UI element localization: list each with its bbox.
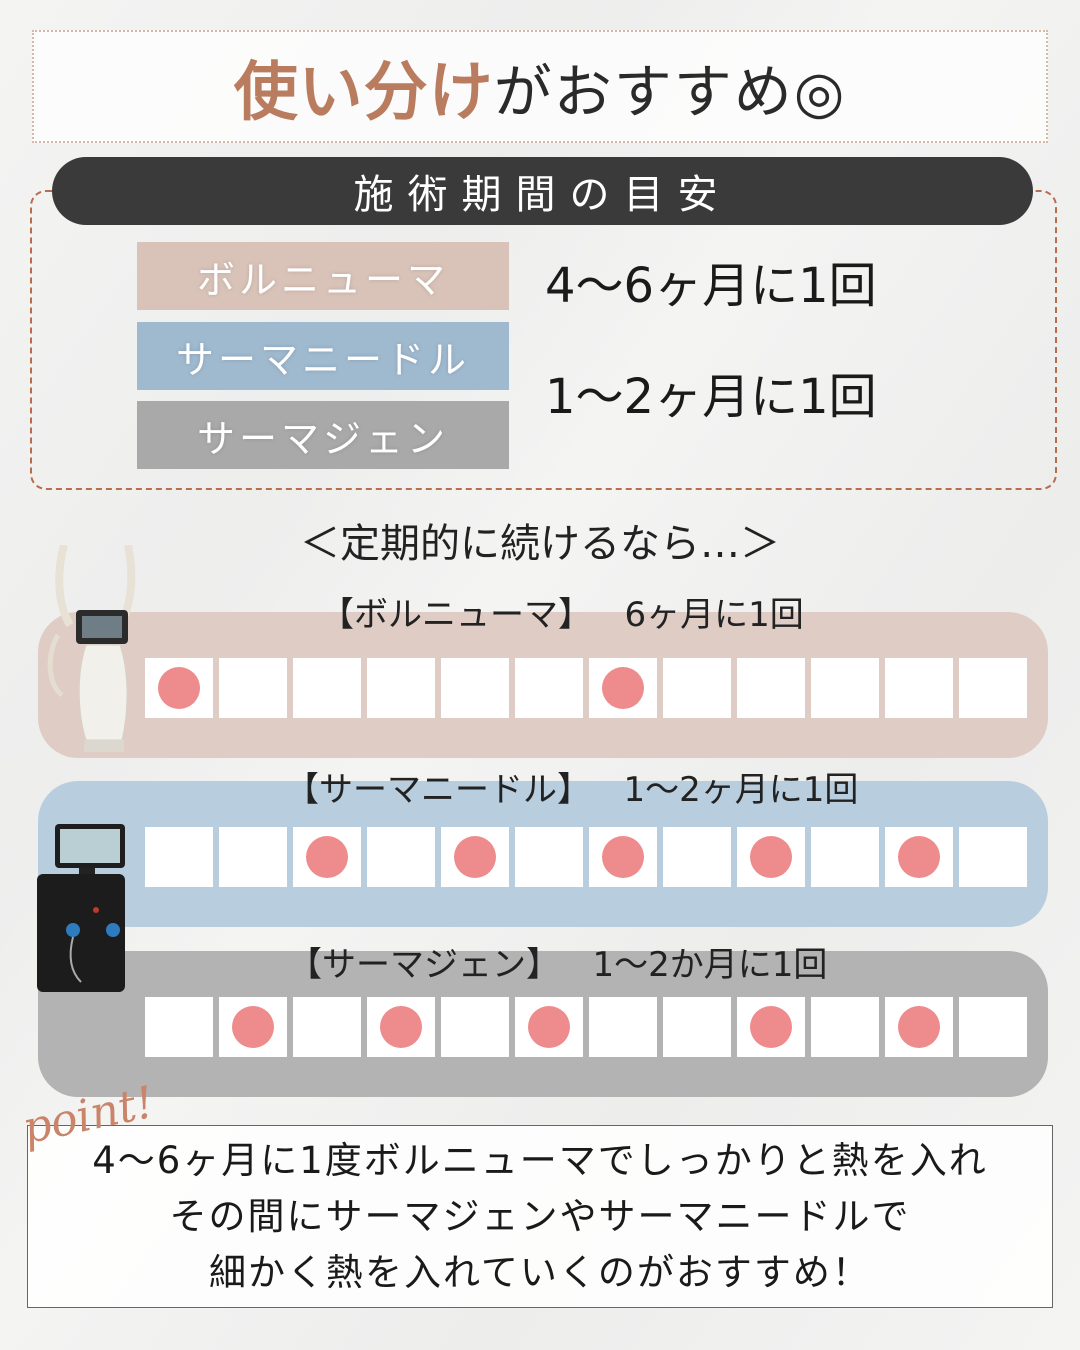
month-cell: [589, 827, 657, 887]
month-cell: [367, 658, 435, 718]
title-rest: がおすすめ◎: [493, 57, 847, 126]
schedule-cells-thermaneedle: [145, 827, 1027, 887]
point-box: 4〜6ヶ月に1度ボルニューマでしっかりと熱を入れ その間にサーマジェンやサーマニ…: [27, 1125, 1053, 1308]
schedule-label-thermaneedle: 【サーマニードル】 1〜2ヶ月に1回: [285, 770, 859, 810]
month-cell: [959, 827, 1027, 887]
schedule-cells-thermagen: [145, 997, 1027, 1057]
treatment-dot: [898, 1006, 940, 1048]
treatment-dot: [602, 667, 644, 709]
point-line-2: その間にサーマジェンやサーマニードルで: [169, 1194, 911, 1238]
month-cell: [219, 827, 287, 887]
month-cell: [811, 658, 879, 718]
month-cell: [441, 827, 509, 887]
month-cell: [663, 827, 731, 887]
month-cell: [367, 997, 435, 1057]
month-cell: [219, 658, 287, 718]
treatment-dot: [750, 836, 792, 878]
month-cell: [811, 997, 879, 1057]
month-cell: [589, 658, 657, 718]
schedule-cells-volnewmer: [145, 658, 1027, 718]
month-cell: [293, 997, 361, 1057]
month-cell: [663, 658, 731, 718]
month-cell: [145, 827, 213, 887]
point-line-3: 細かく熱を入れていくのがおすすめ！: [209, 1250, 871, 1294]
month-cell: [885, 997, 953, 1057]
month-cell: [515, 658, 583, 718]
month-cell: [737, 827, 805, 887]
treatment-dot: [750, 1006, 792, 1048]
thermaneedle-device-icon: [37, 824, 125, 992]
schedule-label-volnewmer: 【ボルニューマ】 6ヶ月に1回: [320, 595, 804, 635]
month-cell: [145, 658, 213, 718]
treatment-dot: [454, 836, 496, 878]
month-cell: [293, 658, 361, 718]
volnewmer-device-icon: [47, 545, 136, 752]
month-cell: [293, 827, 361, 887]
frequency-others: 1〜2ヶ月に1回: [545, 369, 877, 425]
treatment-dot: [898, 836, 940, 878]
treatment-dot: [306, 836, 348, 878]
month-cell: [663, 997, 731, 1057]
month-cell: [811, 827, 879, 887]
month-cell: [145, 997, 213, 1057]
treatment-dot: [602, 836, 644, 878]
month-cell: [515, 827, 583, 887]
regular-subtitle: ＜定期的に続けるなら…＞: [300, 521, 780, 567]
treatment-dot: [158, 667, 200, 709]
month-cell: [589, 997, 657, 1057]
treatment-label-thermagen: サーマジェン: [137, 401, 509, 469]
month-cell: [737, 997, 805, 1057]
month-cell: [959, 658, 1027, 718]
treatment-label-volnewmer: ボルニューマ: [137, 242, 509, 310]
page-title: 使い分け がおすすめ◎: [32, 30, 1048, 143]
month-cell: [441, 997, 509, 1057]
frequency-volnewmer: 4〜6ヶ月に1回: [545, 258, 877, 314]
month-cell: [885, 658, 953, 718]
treatment-dot: [528, 1006, 570, 1048]
point-line-1: 4〜6ヶ月に1度ボルニューマでしっかりと熱を入れ: [92, 1138, 988, 1182]
schedule-label-thermagen: 【サーマジェン】 1〜2か月に1回: [288, 945, 828, 985]
month-cell: [737, 658, 805, 718]
month-cell: [515, 997, 583, 1057]
treatment-dot: [232, 1006, 274, 1048]
treatment-dot: [380, 1006, 422, 1048]
month-cell: [441, 658, 509, 718]
month-cell: [959, 997, 1027, 1057]
month-cell: [885, 827, 953, 887]
title-highlight: 使い分け: [233, 54, 494, 130]
treatment-label-thermaneedle: サーマニードル: [137, 322, 509, 390]
month-cell: [367, 827, 435, 887]
month-cell: [219, 997, 287, 1057]
period-header: 施術期間の目安: [52, 157, 1033, 225]
